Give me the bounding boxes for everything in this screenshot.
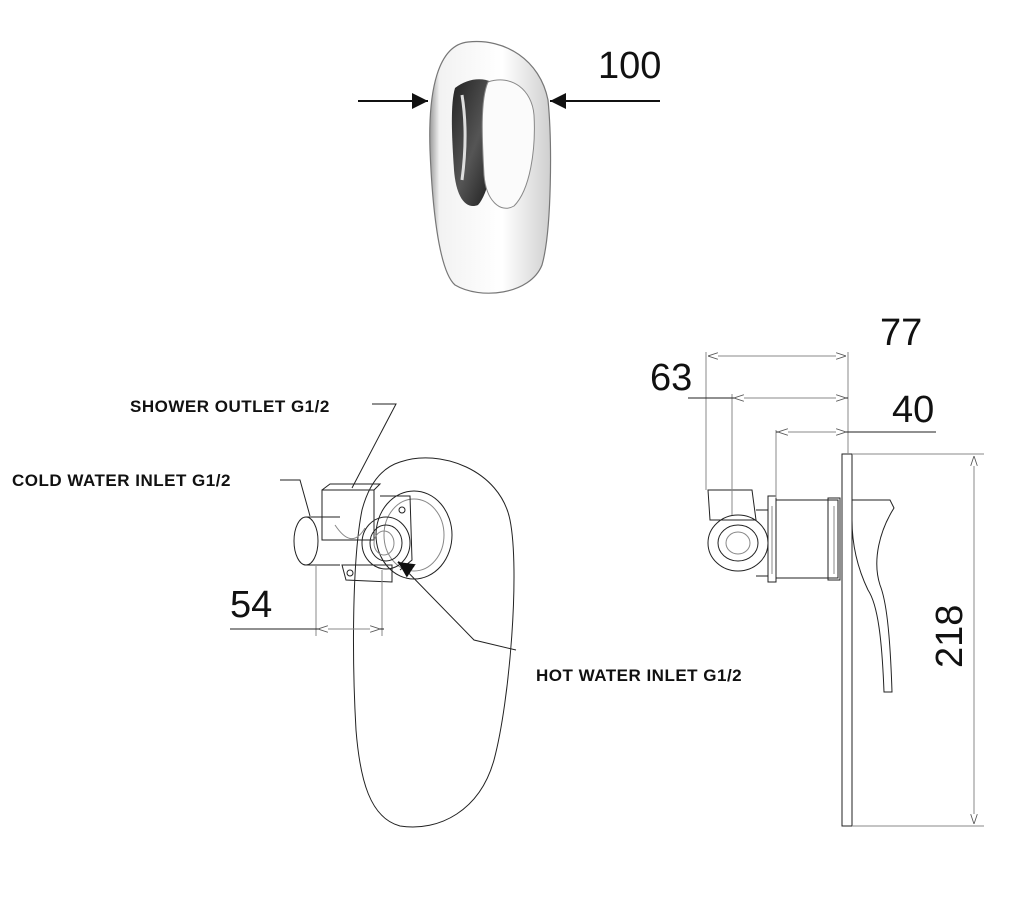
dimension-height: 218 xyxy=(852,453,984,827)
hot-inlet-text: HOT WATER INLET G1/2 xyxy=(536,666,742,685)
front-view xyxy=(293,457,515,828)
label-hot-inlet: HOT WATER INLET G1/2 xyxy=(397,561,742,685)
width-value: 100 xyxy=(598,45,661,87)
dimension-width: 100 xyxy=(358,45,661,109)
shower-outlet-text: SHOWER OUTLET G1/2 xyxy=(130,397,330,416)
label-cold-inlet: COLD WATER INLET G1/2 xyxy=(12,471,311,517)
cold-inlet-text: COLD WATER INLET G1/2 xyxy=(12,471,231,490)
depth-body-value: 63 xyxy=(650,357,692,399)
product-render xyxy=(429,40,552,294)
lever-handle-render xyxy=(481,79,535,209)
depth-total-value: 77 xyxy=(880,312,922,354)
inlet-spacing-value: 54 xyxy=(230,584,272,626)
label-shower-outlet: SHOWER OUTLET G1/2 xyxy=(130,397,397,489)
height-value: 218 xyxy=(929,605,971,668)
side-view xyxy=(707,453,895,827)
depth-cover-value: 40 xyxy=(892,389,934,431)
dimension-depth-total: 77 xyxy=(705,312,922,490)
dimension-depth-cover: 40 xyxy=(775,389,936,498)
cover-plate-outline xyxy=(353,457,515,828)
dimension-inlet-spacing: 54 xyxy=(230,566,384,636)
dimension-depth-body: 63 xyxy=(650,357,848,515)
